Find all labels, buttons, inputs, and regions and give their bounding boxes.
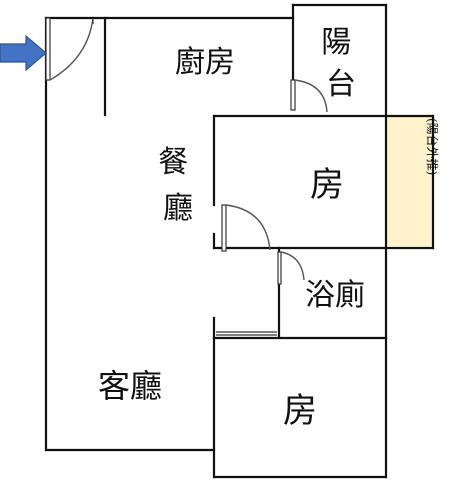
bay-window-area [386,116,433,246]
bedroom-door [221,204,271,252]
dining-char-1: 餐 [158,145,188,180]
right-arrow-icon [0,34,47,72]
balcony-char-1: 陽 [321,25,351,60]
balcony-label: 陽 台 [321,25,361,102]
dining-char-2: 廳 [163,191,193,226]
bay-note-label: (陽台外推) [425,118,440,175]
bedroom-lower-label: 房 [283,391,317,431]
balcony-char-2: 台 [326,67,356,102]
dining-label: 餐 廳 [158,145,198,226]
entrance-door [45,17,94,81]
bathroom-door [277,251,305,285]
sliding-door [216,331,277,336]
walls [44,3,435,479]
living-label: 客廳 [98,367,162,405]
balcony-door [290,79,328,113]
bedroom-upper-label: 房 [310,165,344,205]
kitchen-label: 廚房 [175,45,235,80]
bathroom-label: 浴廁 [305,278,365,313]
